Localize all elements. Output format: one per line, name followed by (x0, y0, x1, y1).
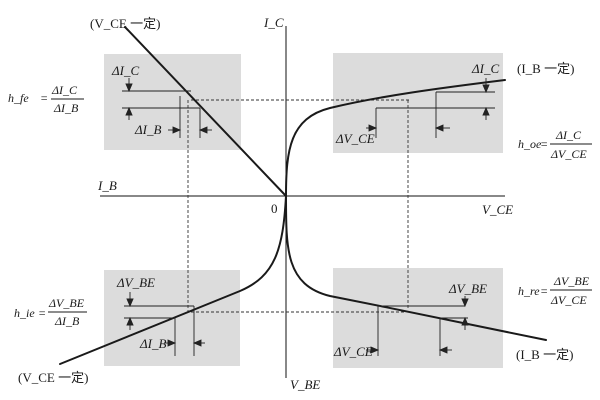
tr-delta-vce: ΔV_CE (335, 131, 375, 146)
bl-detail (124, 292, 205, 356)
tl-delta-ic: ΔI_C (111, 63, 139, 78)
panel-top-left (104, 54, 241, 150)
panel-top-right (333, 53, 503, 153)
hie-formula: h_ie = ΔV_BE ΔI_B (14, 296, 87, 328)
svg-text:ΔV_CE: ΔV_CE (550, 293, 587, 307)
svg-text:ΔV_CE: ΔV_CE (550, 147, 587, 161)
condition-top-right: (I_B 一定) (517, 61, 574, 76)
ic-axis-label: I_C (263, 15, 284, 30)
svg-text:ΔI_B: ΔI_B (54, 314, 80, 328)
svg-text:=: = (540, 284, 548, 298)
panel-bottom-right (333, 268, 503, 368)
characteristic-curves (59, 26, 547, 365)
hie-curve (59, 195, 287, 365)
svg-text:=: = (540, 137, 548, 151)
tl-detail (122, 78, 212, 138)
br-delta-vce: ΔV_CE (333, 344, 373, 359)
vbe-axis-label: V_BE (290, 377, 320, 392)
condition-bottom-right: (I_B 一定) (516, 347, 573, 362)
vce-axis-label: V_CE (482, 202, 513, 217)
projection-lines (187, 99, 411, 313)
condition-top-left: (V_CE 一定) (90, 16, 160, 31)
origin-label: 0 (271, 201, 278, 216)
tl-delta-ib: ΔI_B (134, 122, 161, 137)
br-delta-vbe: ΔV_BE (448, 281, 487, 296)
hfe-curve (124, 26, 287, 197)
svg-text:ΔI_C: ΔI_C (51, 83, 78, 97)
hfe-formula: h_fe = ΔI_C ΔI_B (8, 83, 84, 115)
svg-text:h_oe: h_oe (518, 137, 542, 151)
svg-text:h_fe: h_fe (8, 91, 29, 105)
bl-delta-ib: ΔI_B (139, 336, 166, 351)
bl-delta-vbe: ΔV_BE (116, 275, 155, 290)
tr-detail (366, 78, 495, 138)
br-detail (366, 296, 469, 356)
svg-text:ΔI_C: ΔI_C (555, 128, 582, 142)
ib-axis-label: I_B (97, 178, 117, 193)
condition-bottom-left: (V_CE 一定) (18, 370, 88, 385)
hre-formula: h_re = ΔV_BE ΔV_CE (518, 274, 592, 307)
hre-curve (285, 195, 547, 341)
svg-text:=: = (40, 91, 48, 105)
svg-text:ΔV_BE: ΔV_BE (553, 274, 590, 288)
hoe-curve (285, 79, 506, 197)
svg-text:ΔI_B: ΔI_B (53, 101, 79, 115)
tr-delta-ic: ΔI_C (471, 61, 499, 76)
svg-text:ΔV_BE: ΔV_BE (48, 296, 85, 310)
svg-text:h_ie: h_ie (14, 306, 35, 320)
svg-text:=: = (38, 306, 46, 320)
svg-text:h_re: h_re (518, 284, 540, 298)
hoe-formula: h_oe = ΔI_C ΔV_CE (518, 128, 592, 161)
